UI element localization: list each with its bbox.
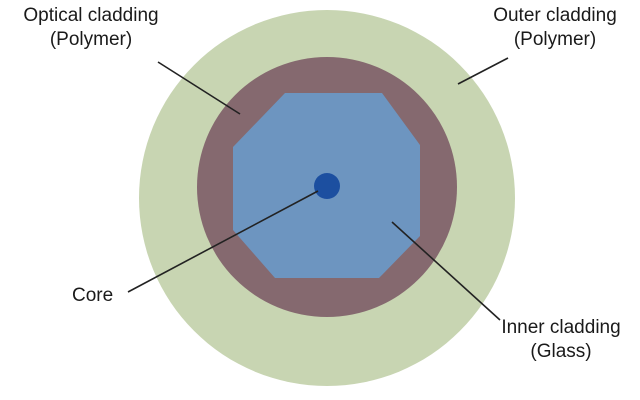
optical-cladding-leader-line	[157, 61, 241, 115]
inner-cladding-leader-line	[391, 221, 501, 321]
optical-cladding-label-line2: (Polymer)	[49, 29, 133, 50]
core-leader-line	[127, 190, 319, 293]
outer-cladding-label-line1: Outer cladding	[493, 5, 617, 26]
inner-cladding-label-line2: (Glass)	[530, 341, 592, 362]
outer-cladding-leader-line	[457, 57, 509, 85]
inner-cladding-label: Inner cladding (Glass)	[482, 316, 640, 364]
inner-cladding-label-line1: Inner cladding	[501, 317, 621, 338]
core-label-line1: Core	[72, 285, 114, 306]
outer-cladding-label-line2: (Polymer)	[513, 29, 597, 50]
core-label: Core	[72, 284, 113, 308]
optical-cladding-label: Optical cladding (Polymer)	[0, 4, 182, 52]
optical-cladding-label-line1: Optical cladding	[23, 5, 159, 26]
core-region	[314, 173, 340, 199]
outer-cladding-label: Outer cladding (Polymer)	[470, 4, 640, 52]
